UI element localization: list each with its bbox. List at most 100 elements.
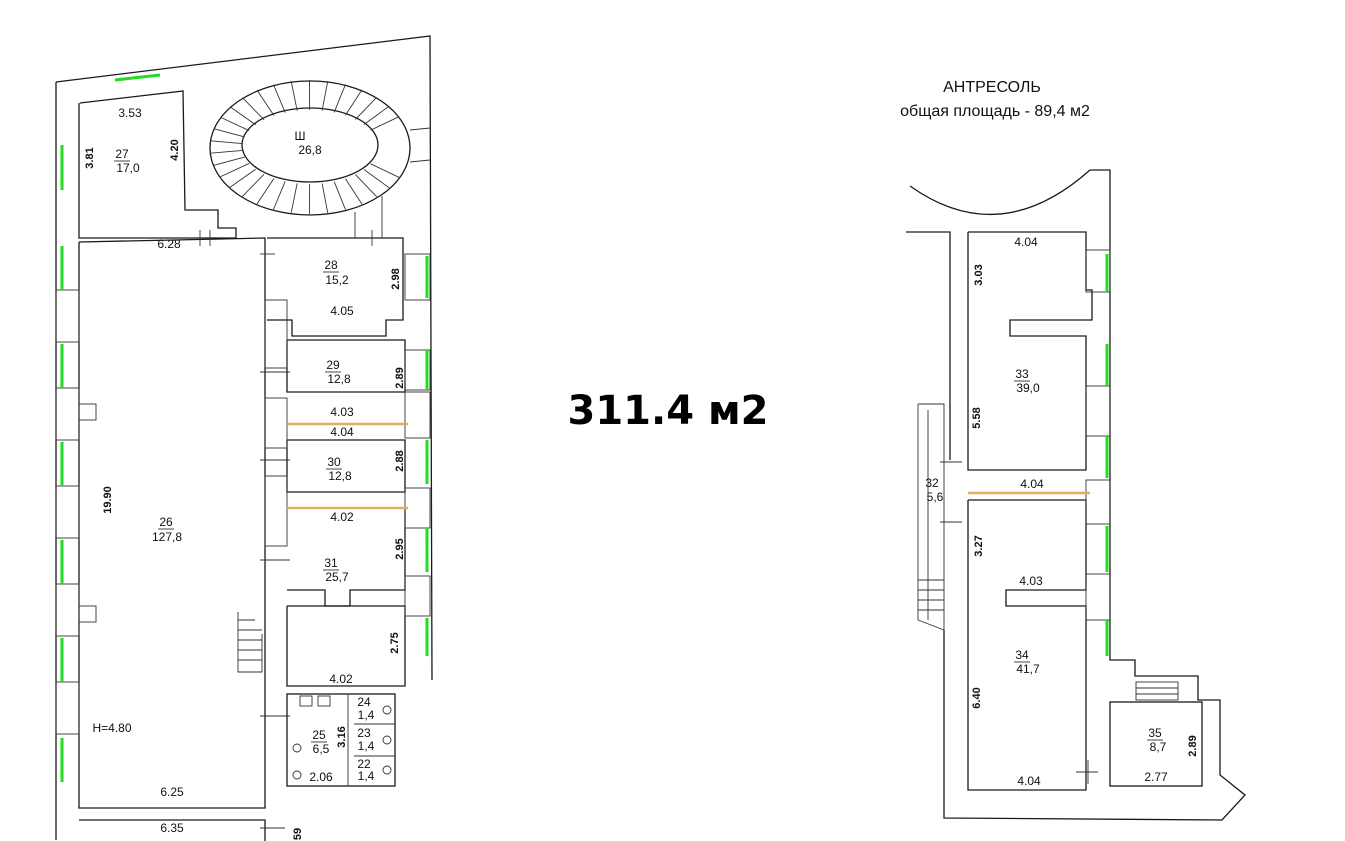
room-31-number: 31 (324, 556, 338, 570)
stair-step (242, 97, 265, 121)
dim-405: 4.05 (330, 304, 354, 318)
room-30-area: 12,8 (328, 469, 352, 483)
stair-step (290, 81, 298, 111)
mezzanine-title: АНТРЕСОЛЬ (943, 79, 1041, 96)
stair-step (256, 178, 275, 205)
room-35-number: 35 (1148, 726, 1162, 740)
room-22-area: 1,4 (358, 769, 375, 783)
dim-316: 3.16 (336, 726, 348, 747)
stair-step (242, 173, 265, 197)
dim-m327: 3.27 (973, 535, 985, 556)
room-31-area: 25,7 (325, 570, 349, 584)
dim-353: 3.53 (118, 106, 142, 120)
stair-step (333, 181, 346, 210)
dim-404a: 4.04 (330, 425, 354, 439)
room-27-number: 27 (115, 147, 129, 161)
stair-step (333, 84, 346, 113)
dim-m403: 4.03 (1019, 574, 1043, 588)
room-33-area: 39,0 (1016, 381, 1040, 395)
dim-m289: 2.89 (1187, 735, 1199, 756)
stair-step (344, 178, 363, 205)
dimension-labels: 3.53 3.81 4.20 6.28 2.98 4.05 2.89 4.03 … (84, 106, 1199, 840)
room-number-underlines (114, 160, 1163, 743)
dim-59: 59 (292, 828, 304, 840)
dim-298: 2.98 (390, 268, 402, 289)
dim-m404c: 4.04 (1017, 774, 1041, 788)
stair-step (290, 183, 298, 213)
stair-step (210, 149, 243, 154)
dim-381: 3.81 (84, 147, 96, 168)
room-24-area: 1,4 (358, 708, 375, 722)
dim-625: 6.25 (160, 785, 184, 799)
dim-295: 2.95 (394, 538, 406, 559)
room-28-area: 15,2 (325, 273, 349, 287)
stair-step (370, 116, 400, 131)
stair-step (220, 163, 250, 178)
room-28-number: 28 (324, 258, 338, 272)
room-30-number: 30 (327, 455, 341, 469)
room-35-area: 8,7 (1150, 740, 1167, 754)
total-area-label: 311.4 м2 (568, 388, 769, 434)
room-23-area: 1,4 (358, 739, 375, 753)
stair-step (344, 89, 363, 116)
room-24-number: 24 (357, 695, 371, 709)
dim-m404a: 4.04 (1014, 235, 1038, 249)
stair-step (370, 163, 400, 178)
dim-420: 4.20 (169, 139, 181, 160)
stair-step (256, 89, 275, 116)
stair-step (321, 80, 329, 111)
room-25-area: 6,5 (313, 742, 330, 756)
dim-288: 2.88 (394, 450, 406, 471)
dim-275: 2.75 (389, 632, 401, 653)
room-32-area: 5,6 (927, 490, 944, 504)
right-plan-walls (906, 169, 1246, 821)
room-29-number: 29 (326, 358, 340, 372)
stair-step (213, 128, 245, 138)
stair-step (213, 156, 245, 166)
room-25-number: 25 (312, 728, 326, 742)
room-stair-number: Ш (295, 129, 306, 143)
dim-402b: 4.02 (329, 672, 353, 686)
stair-step (229, 106, 256, 126)
stair-step (273, 181, 286, 210)
mezzanine-subtitle: общая площадь - 89,4 м2 (900, 103, 1090, 120)
dim-289: 2.89 (394, 367, 406, 388)
room-34-area: 41,7 (1016, 662, 1040, 676)
room-33-number: 33 (1015, 367, 1029, 381)
room-29-area: 12,8 (327, 372, 351, 386)
room-26-number: 26 (159, 515, 173, 529)
dim-1990: 19.90 (102, 486, 114, 514)
dim-m404b: 4.04 (1020, 477, 1044, 491)
room-labels: 27 17,0 Ш 26,8 28 15,2 29 12,8 30 12,8 3… (115, 129, 1166, 783)
room-32-number: 32 (925, 476, 939, 490)
stair-step (355, 174, 378, 198)
dim-m277: 2.77 (1144, 770, 1168, 784)
dim-635: 6.35 (160, 821, 184, 835)
stair-step (210, 140, 243, 145)
stair-step (273, 84, 286, 113)
dim-402a: 4.02 (330, 510, 354, 524)
stair-step (355, 96, 378, 120)
dim-m558: 5.58 (971, 407, 983, 428)
room-22-number: 22 (357, 757, 371, 771)
stair-step (321, 183, 329, 214)
room-stair-area: 26,8 (298, 143, 322, 157)
left-plan-walls (55, 35, 433, 841)
room-23-number: 23 (357, 726, 371, 740)
dim-628: 6.28 (157, 237, 181, 251)
dim-m640: 6.40 (971, 687, 983, 708)
stair-step (363, 169, 390, 189)
ceiling-height: Н=4.80 (92, 721, 131, 735)
spiral-staircase (209, 79, 431, 238)
windows-left (60, 73, 429, 782)
dim-206: 2.06 (309, 770, 333, 784)
stair-step (220, 116, 250, 131)
room-26-area: 127,8 (152, 530, 182, 544)
stair-step (229, 168, 256, 188)
stair-step (363, 105, 390, 125)
room-27-area: 17,0 (116, 161, 140, 175)
partitions-left (287, 422, 408, 510)
room-34-number: 34 (1015, 648, 1029, 662)
dim-m303: 3.03 (973, 264, 985, 285)
